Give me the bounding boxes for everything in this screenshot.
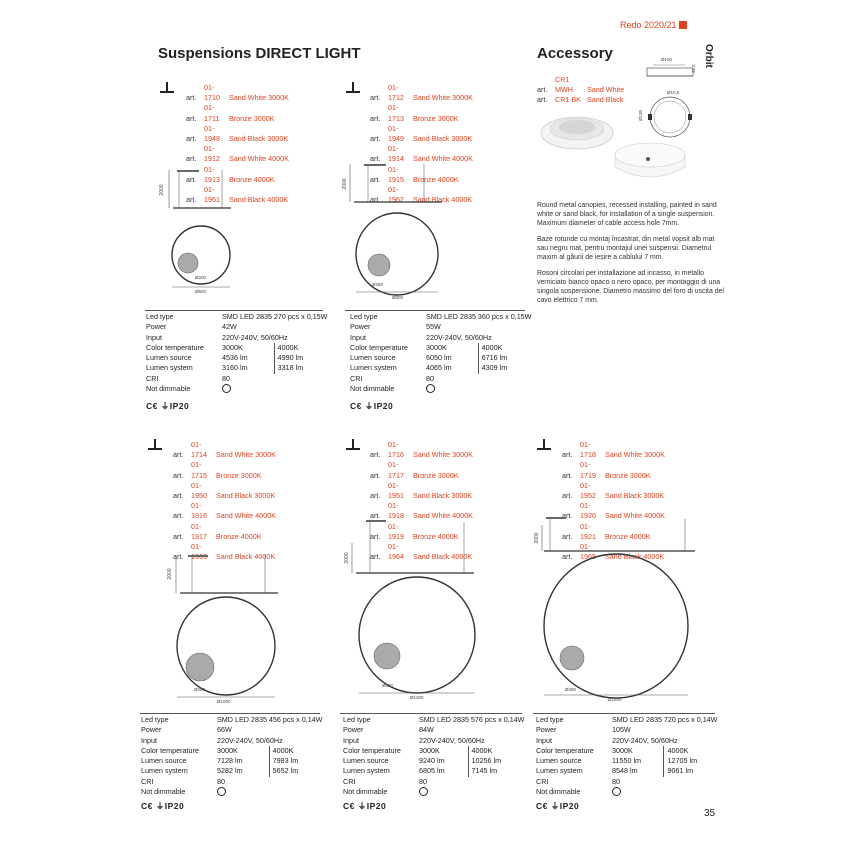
cert-marks: C€ ⏚IP20 [350, 401, 394, 411]
diameter-label: Ø1200 [410, 695, 424, 700]
canopy-label: Ø280 [565, 687, 577, 692]
not-dimmable-icon [217, 787, 226, 797]
diameter-label: Ø1500 [608, 697, 622, 702]
product-drawing: 2000 Ø200 Ø600 [159, 170, 231, 294]
suspension-icon [148, 439, 162, 457]
suspension-icon [346, 82, 360, 100]
ground-icon: ⏚ [550, 801, 560, 811]
spec-divider [140, 713, 320, 714]
section-title-accessory: Accessory [537, 45, 613, 62]
height-label: 2000 [342, 178, 348, 189]
page-number: 35 [704, 808, 716, 819]
not-dimmable-icon [612, 787, 621, 797]
product-drawing: 2000 Ø280 Ø1000 [167, 555, 278, 704]
suspension-icon [160, 82, 174, 100]
diameter-label: Ø600 [195, 289, 207, 294]
hole-dim-label: Ø10,5 [667, 90, 680, 95]
cert-marks: C€ ⏚IP20 [141, 801, 185, 811]
not-dimmable-icon [426, 384, 435, 394]
top-dim-label: Ø100 [661, 57, 673, 62]
product-drawing: 2000 Ø250 Ø800 [342, 164, 442, 300]
not-dimmable-icon [222, 384, 231, 394]
height-label: 2000 [344, 552, 350, 563]
product-drawing: 2000 Ø280 Ø1200 [344, 520, 476, 700]
section-title-suspensions: Suspensions DIRECT LIGHT [158, 45, 361, 62]
ground-icon: ⏚ [357, 801, 367, 811]
canopy-label: Ø280 [194, 687, 206, 692]
ground-icon: ⏚ [155, 801, 165, 811]
brand-label: Redo 2020/21 [620, 20, 677, 30]
suspension-icon [537, 439, 551, 457]
canopy-label: Ø250 [372, 282, 384, 287]
cert-marks: C€ ⏚IP20 [536, 801, 580, 811]
cert-marks: C€ ⏚IP20 [146, 401, 190, 411]
description-it: Rosoni circolari per installazione ad in… [537, 270, 724, 304]
spec-divider [533, 713, 715, 714]
brand-square [679, 21, 687, 29]
product-drawing: 2000 Ø280 Ø1500 [534, 517, 695, 702]
canopy-label: Ø280 [382, 683, 394, 688]
accessory-drawing: Ø100 31,5 Ø10,5 Ø130 [540, 57, 696, 178]
description-ro: Baze rotunde cu montaj încastrat, din me… [537, 236, 715, 261]
spec-divider [145, 310, 323, 311]
ground-icon: ⏚ [364, 401, 374, 411]
suspension-icon [346, 439, 360, 457]
spec-divider [345, 310, 525, 311]
not-dimmable-icon [419, 787, 428, 797]
description-en: Round metal canopies, recessed installin… [537, 202, 717, 227]
height-label: 2000 [534, 532, 540, 543]
ground-icon: ⏚ [160, 401, 170, 411]
height-label: 2000 [167, 568, 173, 579]
diameter-dim-label: Ø130 [638, 109, 643, 121]
height-label: 2000 [159, 184, 165, 195]
diameter-label: Ø1000 [217, 699, 231, 704]
accessory-description: Round metal canopies, recessed installin… [537, 201, 727, 312]
diameter-label: Ø800 [392, 295, 404, 300]
cert-marks: C€ ⏚IP20 [343, 801, 387, 811]
spec-divider [340, 713, 522, 714]
canopy-label: Ø200 [195, 275, 207, 280]
side-dim-label: 31,5 [691, 64, 696, 73]
